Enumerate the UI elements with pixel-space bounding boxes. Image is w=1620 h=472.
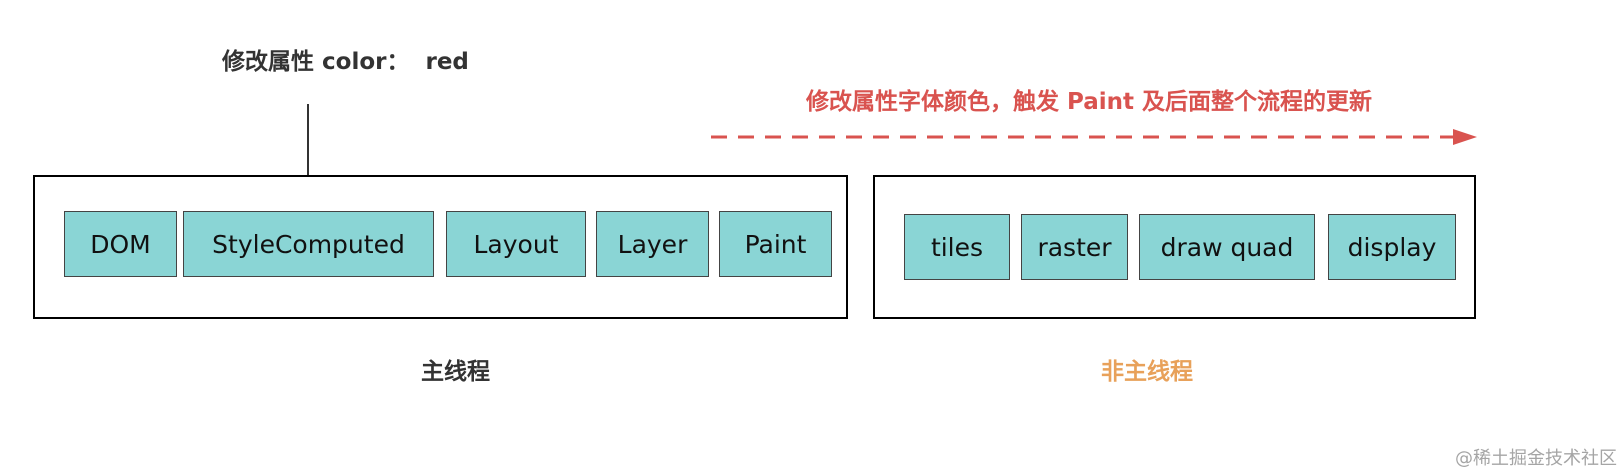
step-paint: Paint bbox=[719, 211, 832, 277]
step-layout: Layout bbox=[446, 211, 586, 277]
update-annotation: 修改属性字体颜色，触发 Paint 及后面整个流程的更新 bbox=[806, 89, 1373, 115]
main-thread-group: DOM StyleComputed Layout Layer Paint bbox=[33, 175, 848, 319]
dashed-flow-arrow-head bbox=[1453, 129, 1477, 145]
step-layer: Layer bbox=[596, 211, 709, 277]
step-tiles: tiles bbox=[904, 214, 1010, 280]
main-thread-caption: 主线程 bbox=[421, 359, 490, 385]
step-raster: raster bbox=[1021, 214, 1128, 280]
step-dom: DOM bbox=[64, 211, 177, 277]
step-draw-quad: draw quad bbox=[1139, 214, 1315, 280]
property-change-label: 修改属性 color： red bbox=[222, 49, 469, 75]
step-display: display bbox=[1328, 214, 1456, 280]
non-main-thread-group: tiles raster draw quad display bbox=[873, 175, 1476, 319]
watermark: @稀土掘金技术社区 bbox=[1455, 448, 1617, 469]
step-style-computed: StyleComputed bbox=[183, 211, 434, 277]
non-main-thread-caption: 非主线程 bbox=[1101, 359, 1193, 385]
